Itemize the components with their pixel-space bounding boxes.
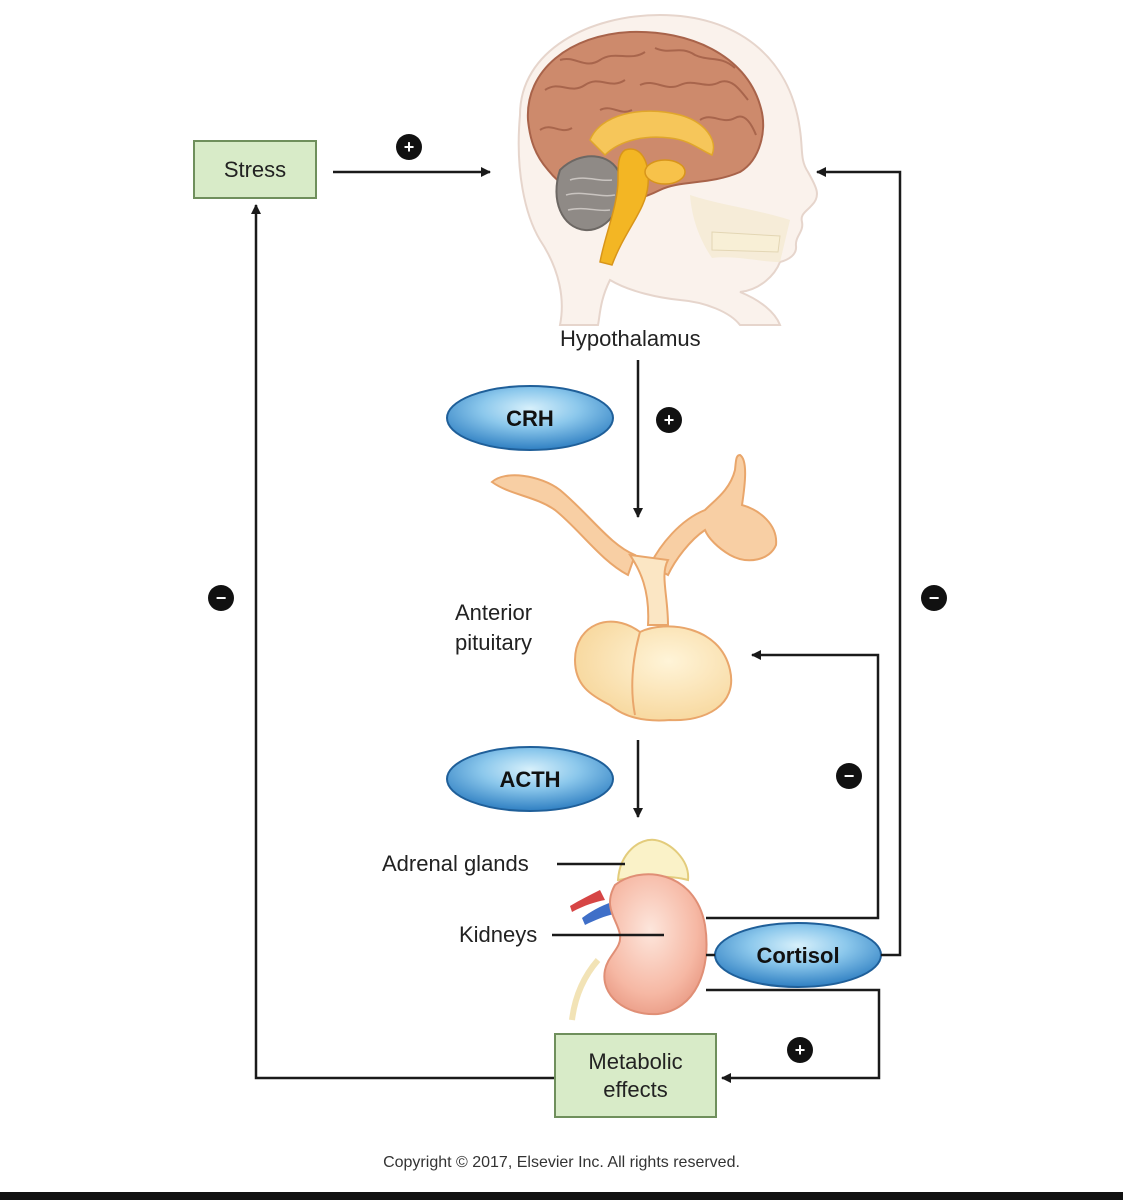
cortisol-to-hypothalamus-feedback: [816, 167, 902, 957]
svg-text:+: +: [404, 137, 415, 157]
metabolic-effects-label: Metabolic effects: [588, 1048, 683, 1102]
crh-hormone-badge: CRH: [446, 385, 614, 451]
adrenal-glands-label: Adrenal glands: [382, 851, 529, 876]
kidneys-label: Kidneys: [459, 922, 538, 947]
crh-label: CRH: [506, 406, 554, 431]
metabolic-to-stress-feedback: [251, 204, 554, 1080]
acth-label: ACTH: [499, 767, 560, 792]
cortisol-hormone-badge: Cortisol: [714, 922, 882, 988]
adrenal-kidney-illustration: [569, 838, 708, 1021]
corpus-callosum: [589, 110, 715, 157]
optic-tract-left: [490, 474, 637, 577]
acth-hormone-badge: ACTH: [446, 746, 614, 812]
cortisol-label: Cortisol: [756, 943, 839, 968]
minus-sign-pituitary-feedback: −: [836, 763, 862, 789]
plus-sign-stress: +: [396, 134, 422, 160]
svg-text:+: +: [795, 1040, 806, 1060]
svg-text:−: −: [929, 588, 940, 608]
minus-sign-right: −: [921, 585, 947, 611]
renal-vein: [582, 902, 614, 925]
anterior-pituitary-label: Anterior pituitary: [455, 600, 533, 655]
copyright-notice: Copyright © 2017, Elsevier Inc. All righ…: [383, 1154, 740, 1171]
connector-lines: [251, 167, 902, 1083]
teeth: [711, 231, 781, 253]
stress-label: Stress: [223, 156, 287, 182]
svg-text:−: −: [844, 766, 855, 786]
anterior-pituitary-gland: [573, 620, 733, 722]
posterior-lobe-division: [631, 631, 641, 716]
hypothalamus-label: Hypothalamus: [560, 326, 701, 351]
head-brain-illustration: [517, 13, 818, 326]
ureter: [569, 958, 601, 1021]
plus-sign-crh: +: [656, 407, 682, 433]
sign-badges: + + − − − +: [208, 134, 947, 1063]
pituitary-stalk: [627, 553, 670, 626]
kidney: [603, 873, 708, 1016]
minus-sign-left: −: [208, 585, 234, 611]
plus-sign-metabolic: +: [787, 1037, 813, 1063]
cortisol-to-metabolic-arrow: [706, 988, 881, 1083]
optic-tract-right: [648, 453, 778, 577]
renal-artery: [570, 890, 605, 912]
pituitary-illustration: [490, 453, 778, 722]
cortisol-to-pituitary-feedback: [706, 650, 880, 920]
brain-gyri: [539, 47, 757, 136]
svg-text:−: −: [216, 588, 227, 608]
bottom-divider: [0, 1192, 1123, 1200]
hypothalamus-region: [644, 159, 686, 185]
metabolic-effects-box: Metabolic effects: [554, 1033, 717, 1118]
svg-text:+: +: [664, 410, 675, 430]
stress-box: Stress: [193, 140, 317, 199]
cerebellum-folia: [565, 177, 616, 212]
